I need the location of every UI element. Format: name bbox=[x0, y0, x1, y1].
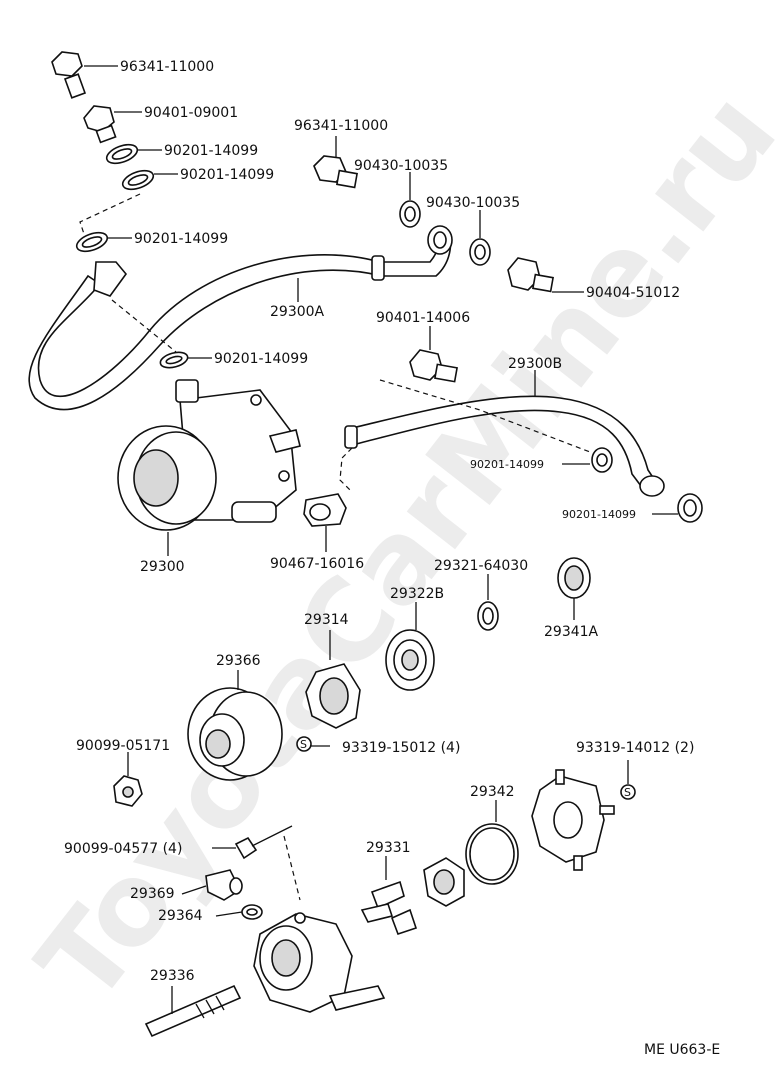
union-bolt-90401-09001-icon bbox=[83, 105, 142, 144]
gasket-90430-a-icon bbox=[399, 172, 421, 228]
label-90201-14099-a: 90201-14099 bbox=[164, 143, 258, 159]
symbol-s-a-icon: S bbox=[296, 736, 330, 752]
label-90430-10035-b: 90430-10035 bbox=[426, 195, 520, 211]
label-29300: 29300 bbox=[140, 559, 185, 575]
label-29336: 29336 bbox=[150, 968, 195, 984]
label-90430-10035-a: 90430-10035 bbox=[354, 158, 448, 174]
plate-29314-icon bbox=[305, 630, 361, 729]
cam-plate-icon bbox=[531, 769, 615, 871]
bolt-96341-top-icon bbox=[51, 51, 118, 99]
pump-housing-icon bbox=[253, 912, 386, 1013]
gasket-29364-icon bbox=[215, 904, 263, 920]
bolt-90099-04577-icon bbox=[212, 825, 293, 860]
label-90201-14099-b: 90201-14099 bbox=[180, 167, 274, 183]
svg-text:S: S bbox=[300, 738, 307, 751]
label-96341-11000-mid: 96341-11000 bbox=[294, 118, 388, 134]
bolt-96341-mid-icon bbox=[313, 136, 359, 189]
shaft-29336-icon bbox=[144, 984, 242, 1038]
label-90467-16016: 90467-16016 bbox=[270, 556, 364, 572]
label-29366: 29366 bbox=[216, 653, 261, 669]
label-29300A: 29300A bbox=[270, 304, 325, 320]
label-29341A: 29341A bbox=[544, 624, 599, 640]
label-90404-51012: 90404-51012 bbox=[586, 285, 680, 301]
o-ring-29342-icon bbox=[465, 800, 519, 885]
gasket-90201-b-icon bbox=[121, 169, 178, 191]
gasket-90430-b-icon bbox=[469, 210, 491, 266]
fitting-29369-icon bbox=[181, 869, 243, 901]
label-29322B: 29322B bbox=[390, 586, 444, 602]
label-29331: 29331 bbox=[366, 840, 411, 856]
label-90201-14099-d: 90201-14099 bbox=[214, 351, 308, 367]
gasket-90201-e-icon bbox=[562, 447, 613, 473]
symbol-s-b-icon: S bbox=[620, 760, 636, 800]
gasket-90201-c-icon bbox=[75, 231, 132, 253]
label-29300B: 29300B bbox=[508, 356, 562, 372]
label-29321-64030: 29321-64030 bbox=[434, 558, 528, 574]
bearing-29322B-icon bbox=[385, 602, 435, 691]
label-90099-05171: 90099-05171 bbox=[76, 738, 170, 754]
label-93319-15012: 93319-15012 (4) bbox=[342, 740, 460, 756]
pulley-29366-icon bbox=[187, 670, 283, 781]
label-90201-14099-f: 90201-14099 bbox=[562, 508, 636, 521]
power-steering-pump-29300-icon bbox=[117, 379, 301, 531]
oil-seal-29341A-icon bbox=[557, 557, 591, 620]
clamp-90467-16016-icon bbox=[303, 493, 347, 552]
label-90201-14099-c: 90201-14099 bbox=[134, 231, 228, 247]
gasket-90201-f-icon bbox=[652, 493, 703, 523]
hose-29300B-icon bbox=[344, 370, 665, 497]
bolt-90401-14006-icon bbox=[409, 326, 458, 383]
label-96341-11000-top: 96341-11000 bbox=[120, 59, 214, 75]
union-90404-51012-icon bbox=[507, 257, 584, 293]
label-29314: 29314 bbox=[304, 612, 349, 628]
seal-29321-64030-icon bbox=[477, 574, 499, 631]
footer-code: ME U663-E bbox=[644, 1042, 720, 1058]
label-93319-14012: 93319-14012 (2) bbox=[576, 740, 694, 756]
label-90099-04577: 90099-04577 (4) bbox=[64, 841, 182, 857]
label-29369: 29369 bbox=[130, 886, 175, 902]
gasket-90201-d-icon bbox=[159, 351, 212, 369]
label-90201-14099-e: 90201-14099 bbox=[470, 458, 544, 471]
label-29364: 29364 bbox=[158, 908, 203, 924]
gasket-90201-a-icon bbox=[105, 143, 162, 165]
hose-29300A-icon bbox=[28, 225, 453, 411]
svg-text:S: S bbox=[624, 786, 631, 799]
label-90401-14006: 90401-14006 bbox=[376, 310, 470, 326]
label-90401-09001: 90401-09001 bbox=[144, 105, 238, 121]
rotor-29331-icon bbox=[360, 856, 465, 936]
nut-90099-05171-icon bbox=[113, 752, 143, 807]
label-29342: 29342 bbox=[470, 784, 515, 800]
